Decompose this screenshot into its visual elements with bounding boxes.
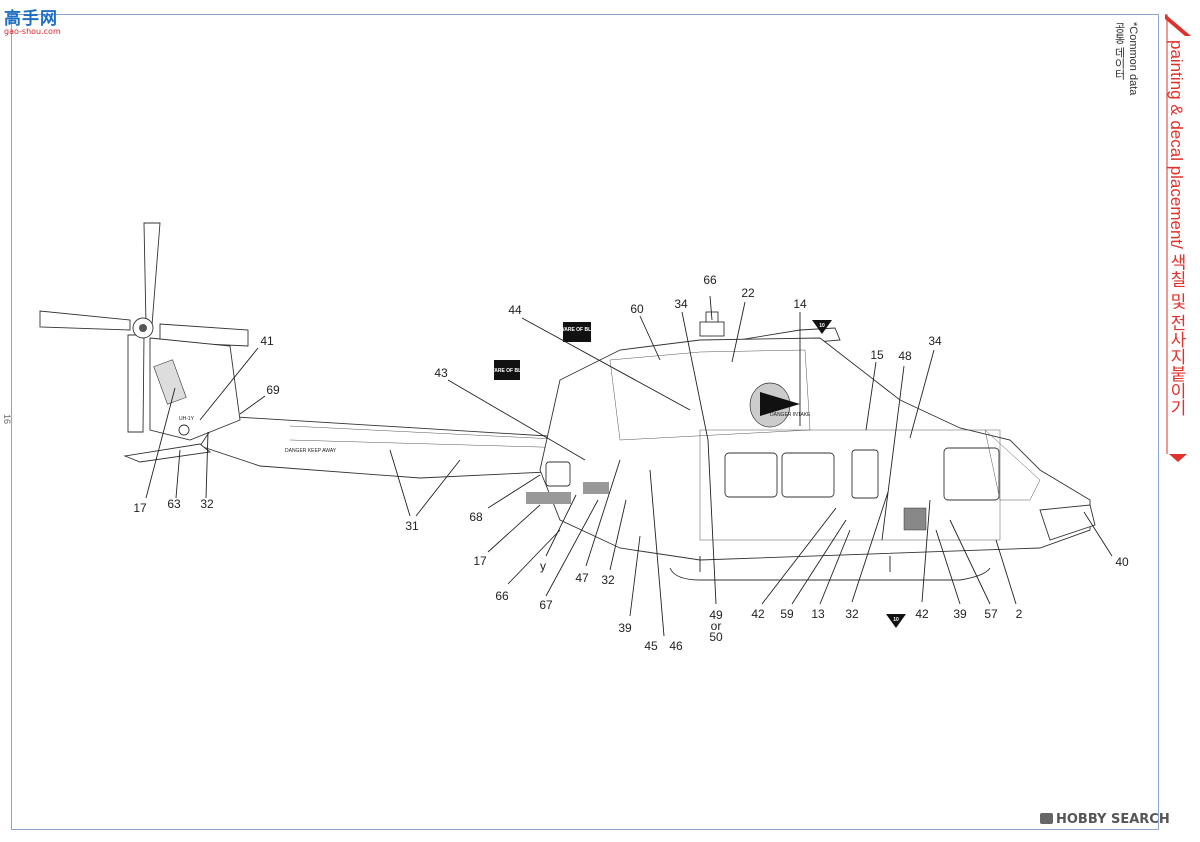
callout-label: 17 [473, 554, 487, 568]
marker-bottom-label: 10 [893, 617, 899, 623]
callout-label: 2 [1016, 607, 1023, 621]
callout-label: or [711, 619, 722, 633]
watermark-url: gao-shou.com [4, 27, 61, 36]
callout-label: 63 [167, 497, 181, 511]
callout-label: 46 [669, 639, 683, 653]
callout-label: 66 [703, 273, 717, 287]
footer-brand-text: HOBBY SEARCH [1056, 812, 1170, 827]
callout-label: 14 [793, 297, 807, 311]
callout-label: 34 [674, 297, 688, 311]
callout-label: 57 [984, 607, 998, 621]
page-number: 16 [2, 414, 12, 425]
marker-bottom: 10 [886, 614, 906, 628]
callout-label: 59 [780, 607, 794, 621]
marker-top: 10 [812, 320, 832, 334]
decal-beware-1: BEWARE OF BLAST [553, 322, 601, 342]
callout-label: 39 [953, 607, 967, 621]
callout-label: 47 [575, 571, 589, 585]
callout-label: 49 [709, 608, 723, 622]
callout-label: 42 [751, 607, 765, 621]
page-frame [11, 14, 1159, 830]
decal-danger-keep-away: DANGER KEEP AWAY [285, 448, 337, 454]
callout-label: 68 [469, 510, 483, 524]
tail-fin [123, 337, 241, 463]
decal-beware-2-text: BEWARE OF BLAST [483, 368, 531, 374]
callout-label: 40 [1115, 555, 1129, 569]
callout-label: 39 [618, 621, 632, 635]
footer-brand: HOBBY SEARCH [1040, 812, 1170, 827]
callout-label: 43 [434, 366, 448, 380]
decal-danger-intake-text: DANGER INTAKE [770, 412, 811, 418]
section-tab-label: painting & decal placement/ 색칠 및 전사지붙이기 [1167, 40, 1186, 417]
callout-label: 44 [508, 303, 522, 317]
decal-beware-1-text: BEWARE OF BLAST [553, 327, 601, 333]
callout-label: 48 [898, 349, 912, 363]
callout-label: 13 [811, 607, 825, 621]
callout-label: 50 [709, 630, 723, 644]
callout-label: 42 [915, 607, 929, 621]
decal-tail-code: UH-1Y [179, 416, 195, 422]
leader-lines [145, 295, 1113, 637]
footer-logo-icon [1040, 813, 1053, 824]
tail-rotor [39, 222, 249, 433]
callout-label: 32 [200, 497, 214, 511]
section-tab-shape [1165, 14, 1191, 462]
callout-numbers: 17 63 32 41 69 31 68 17 y 66 67 47 32 39… [133, 273, 1129, 653]
callout-label: 17 [133, 501, 147, 515]
common-data-note: *Common data 공통 데이터 [1112, 22, 1140, 95]
callout-label: 34 [928, 334, 942, 348]
callout-label: 69 [266, 383, 280, 397]
callout-label: 15 [870, 348, 884, 362]
callout-label: 41 [260, 334, 274, 348]
common-data-ko: 공통 데이터 [1113, 22, 1125, 81]
callout-label: 32 [845, 607, 859, 621]
callout-label: 31 [405, 519, 419, 533]
callout-label: 60 [630, 302, 644, 316]
watermark-logo: 高手网 gao-shou.com [4, 4, 61, 36]
callout-label: y [540, 559, 546, 573]
callout-label: 67 [539, 598, 553, 612]
callout-label: 32 [601, 573, 615, 587]
decal-danger-intake: DANGER INTAKE [760, 392, 811, 418]
section-tab: painting & decal placement/ 색칠 및 전사지붙이기 [1163, 14, 1193, 462]
fuselage [526, 337, 1096, 561]
decal-beware-2: BEWARE OF BLAST [483, 360, 531, 380]
callout-label: 22 [741, 286, 755, 300]
watermark-brand: 高手网 [4, 9, 58, 29]
callout-label: 45 [644, 639, 658, 653]
marker-top-label: 10 [819, 323, 825, 329]
common-data-en: *Common data [1127, 22, 1139, 96]
callout-label: 66 [495, 589, 509, 603]
